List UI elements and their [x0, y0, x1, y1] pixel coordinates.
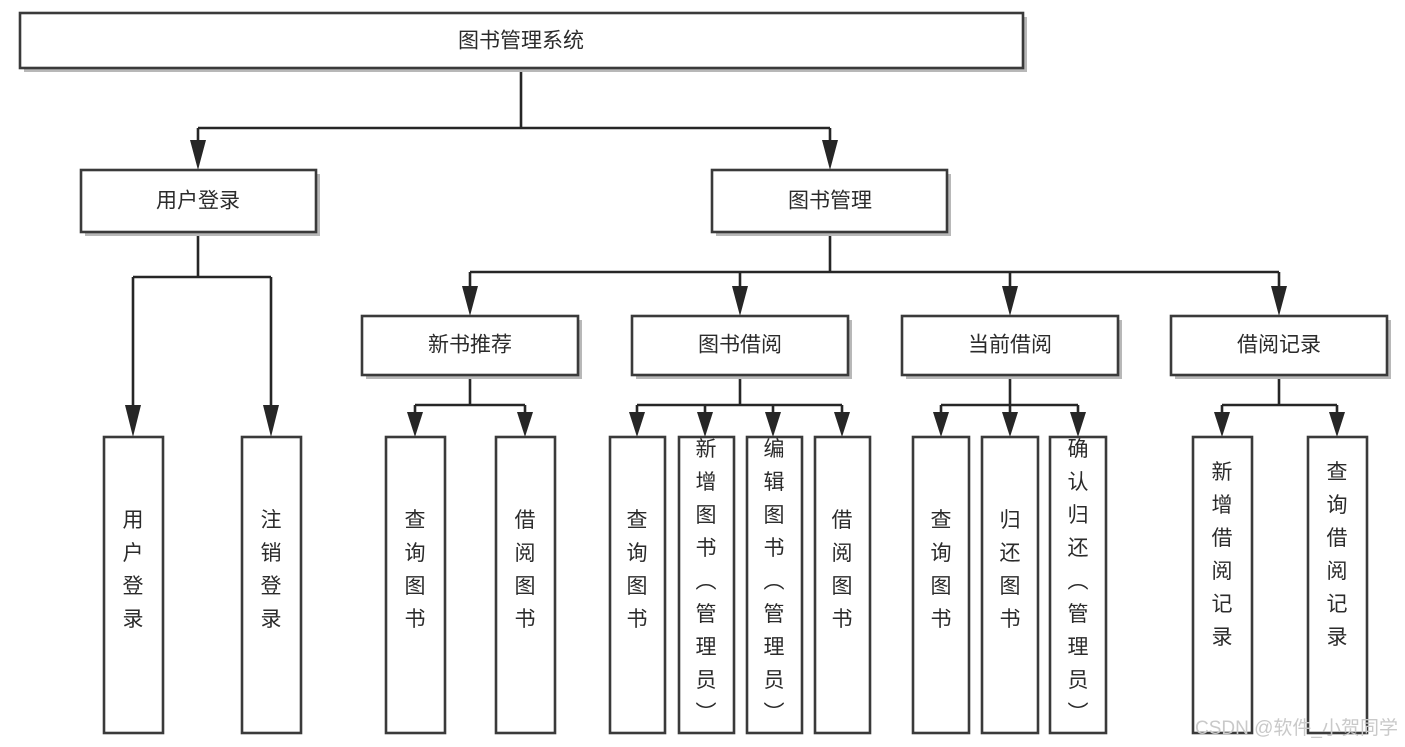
leaf-borrow-edit-book-admin[interactable]: 编辑图书︵管理员︶	[745, 435, 804, 735]
arrow-icon-current-leaf1	[933, 412, 949, 437]
arrow-icon-record-leaf2	[1329, 412, 1345, 437]
leaf-label-vertical: 查询图书	[627, 509, 648, 631]
leaf-box[interactable]	[1191, 435, 1254, 735]
arrow-icon-current-leaf2	[1002, 412, 1018, 437]
leaf-label-vertical: 查询图书	[405, 509, 426, 631]
leaf-box[interactable]	[1048, 435, 1108, 735]
new-book-recommend-label: 新书推荐	[428, 334, 512, 357]
arrow-icon-to-bookmgmt	[822, 140, 838, 170]
leaf-label-vertical: 查询借阅记录	[1327, 461, 1348, 649]
leaf-user-login-login[interactable]: 用户登录	[102, 435, 165, 735]
arrow-icon-borrow-leaf1	[629, 412, 645, 437]
book-borrow-box[interactable]	[630, 314, 850, 377]
node-user-login[interactable]: 用户登录	[79, 168, 320, 236]
arrow-icon-record-leaf1	[1214, 412, 1230, 437]
book-management-label: 图书管理	[788, 190, 872, 213]
arrow-icon-borrow-leaf3	[765, 412, 781, 437]
user-login-label: 用户登录	[156, 190, 240, 213]
node-root[interactable]: 图书管理系统	[18, 11, 1027, 72]
leaf-label-vertical: 新增图书︵管理员︶	[696, 438, 717, 725]
leaf-current-query-book[interactable]: 查询图书	[911, 435, 971, 735]
leaf-record-query-record[interactable]: 查询借阅记录	[1306, 435, 1369, 735]
arrow-icon-newbook-leaf1	[407, 412, 423, 437]
root-box[interactable]	[18, 11, 1025, 70]
arrow-icon-l3-1	[462, 286, 478, 316]
node-new-book-recommend[interactable]: 新书推荐	[360, 314, 582, 379]
leaf-record-add-record[interactable]: 新增借阅记录	[1191, 435, 1254, 735]
leaf-newbook-borrow-book[interactable]: 借阅图书	[494, 435, 557, 735]
leaf-box[interactable]	[677, 435, 736, 735]
leaf-box[interactable]	[980, 435, 1040, 735]
leaf-box[interactable]	[102, 435, 165, 735]
leaf-label-vertical: 借阅图书	[832, 509, 853, 631]
arrow-icon-to-userlogin	[190, 140, 206, 170]
watermark: CSDN @软件_小贺同学	[1195, 717, 1398, 739]
node-book-management[interactable]: 图书管理	[710, 168, 951, 236]
leaf-label-vertical: 新增借阅记录	[1212, 461, 1233, 649]
leaf-newbook-query-book[interactable]: 查询图书	[384, 435, 447, 735]
arrow-icon-l3-2	[732, 286, 748, 316]
leaf-box[interactable]	[240, 435, 303, 735]
book-management-box[interactable]	[710, 168, 949, 234]
leaf-current-confirm-return-admin[interactable]: 确认归还︵管理员︶	[1048, 435, 1108, 735]
leaf-box[interactable]	[813, 435, 872, 735]
root-label: 图书管理系统	[458, 30, 584, 53]
leaf-borrow-add-book-admin[interactable]: 新增图书︵管理员︶	[677, 435, 736, 735]
node-current-borrow[interactable]: 当前借阅	[900, 314, 1122, 379]
leaf-label-vertical: 确认归还︵管理员︶	[1068, 438, 1089, 725]
arrow-icon-current-leaf3	[1070, 412, 1086, 437]
connector-layer	[125, 68, 1345, 437]
arrow-icon-borrow-leaf2	[697, 412, 713, 437]
arrow-icon-newbook-leaf2	[517, 412, 533, 437]
leaf-label-vertical: 查询图书	[931, 509, 952, 631]
leaf-box[interactable]	[494, 435, 557, 735]
borrow-record-label: 借阅记录	[1237, 334, 1321, 357]
borrow-record-box[interactable]	[1169, 314, 1389, 377]
leaf-borrow-query-book[interactable]: 查询图书	[608, 435, 667, 735]
node-book-borrow[interactable]: 图书借阅	[630, 314, 852, 379]
arrow-icon-userlogin-leaf1	[125, 405, 141, 437]
leaf-current-return-book[interactable]: 归还图书	[980, 435, 1040, 735]
leaf-borrow-borrow-book[interactable]: 借阅图书	[813, 435, 872, 735]
leaf-box[interactable]	[384, 435, 447, 735]
leaf-box[interactable]	[911, 435, 971, 735]
arrow-icon-borrow-leaf4	[834, 412, 850, 437]
leaf-label-vertical: 借阅图书	[515, 509, 536, 631]
node-borrow-record[interactable]: 借阅记录	[1169, 314, 1391, 379]
leaf-label-vertical: 归还图书	[1000, 509, 1021, 631]
arrow-icon-l3-3	[1002, 286, 1018, 316]
leaf-label-vertical: 注销登录	[261, 509, 282, 631]
leaf-box[interactable]	[745, 435, 804, 735]
new-book-recommend-box[interactable]	[360, 314, 580, 377]
leaf-box[interactable]	[608, 435, 667, 735]
leaf-box[interactable]	[1306, 435, 1369, 735]
arrow-icon-userlogin-leaf2	[263, 405, 279, 437]
leaf-label-vertical: 用户登录	[123, 509, 144, 631]
arrow-icon-l3-4	[1271, 286, 1287, 316]
current-borrow-box[interactable]	[900, 314, 1120, 377]
leaf-user-login-logout[interactable]: 注销登录	[240, 435, 303, 735]
current-borrow-label: 当前借阅	[968, 334, 1052, 357]
book-borrow-label: 图书借阅	[698, 334, 782, 357]
leaf-label-vertical: 编辑图书︵管理员︶	[764, 438, 785, 725]
user-login-box[interactable]	[79, 168, 318, 234]
